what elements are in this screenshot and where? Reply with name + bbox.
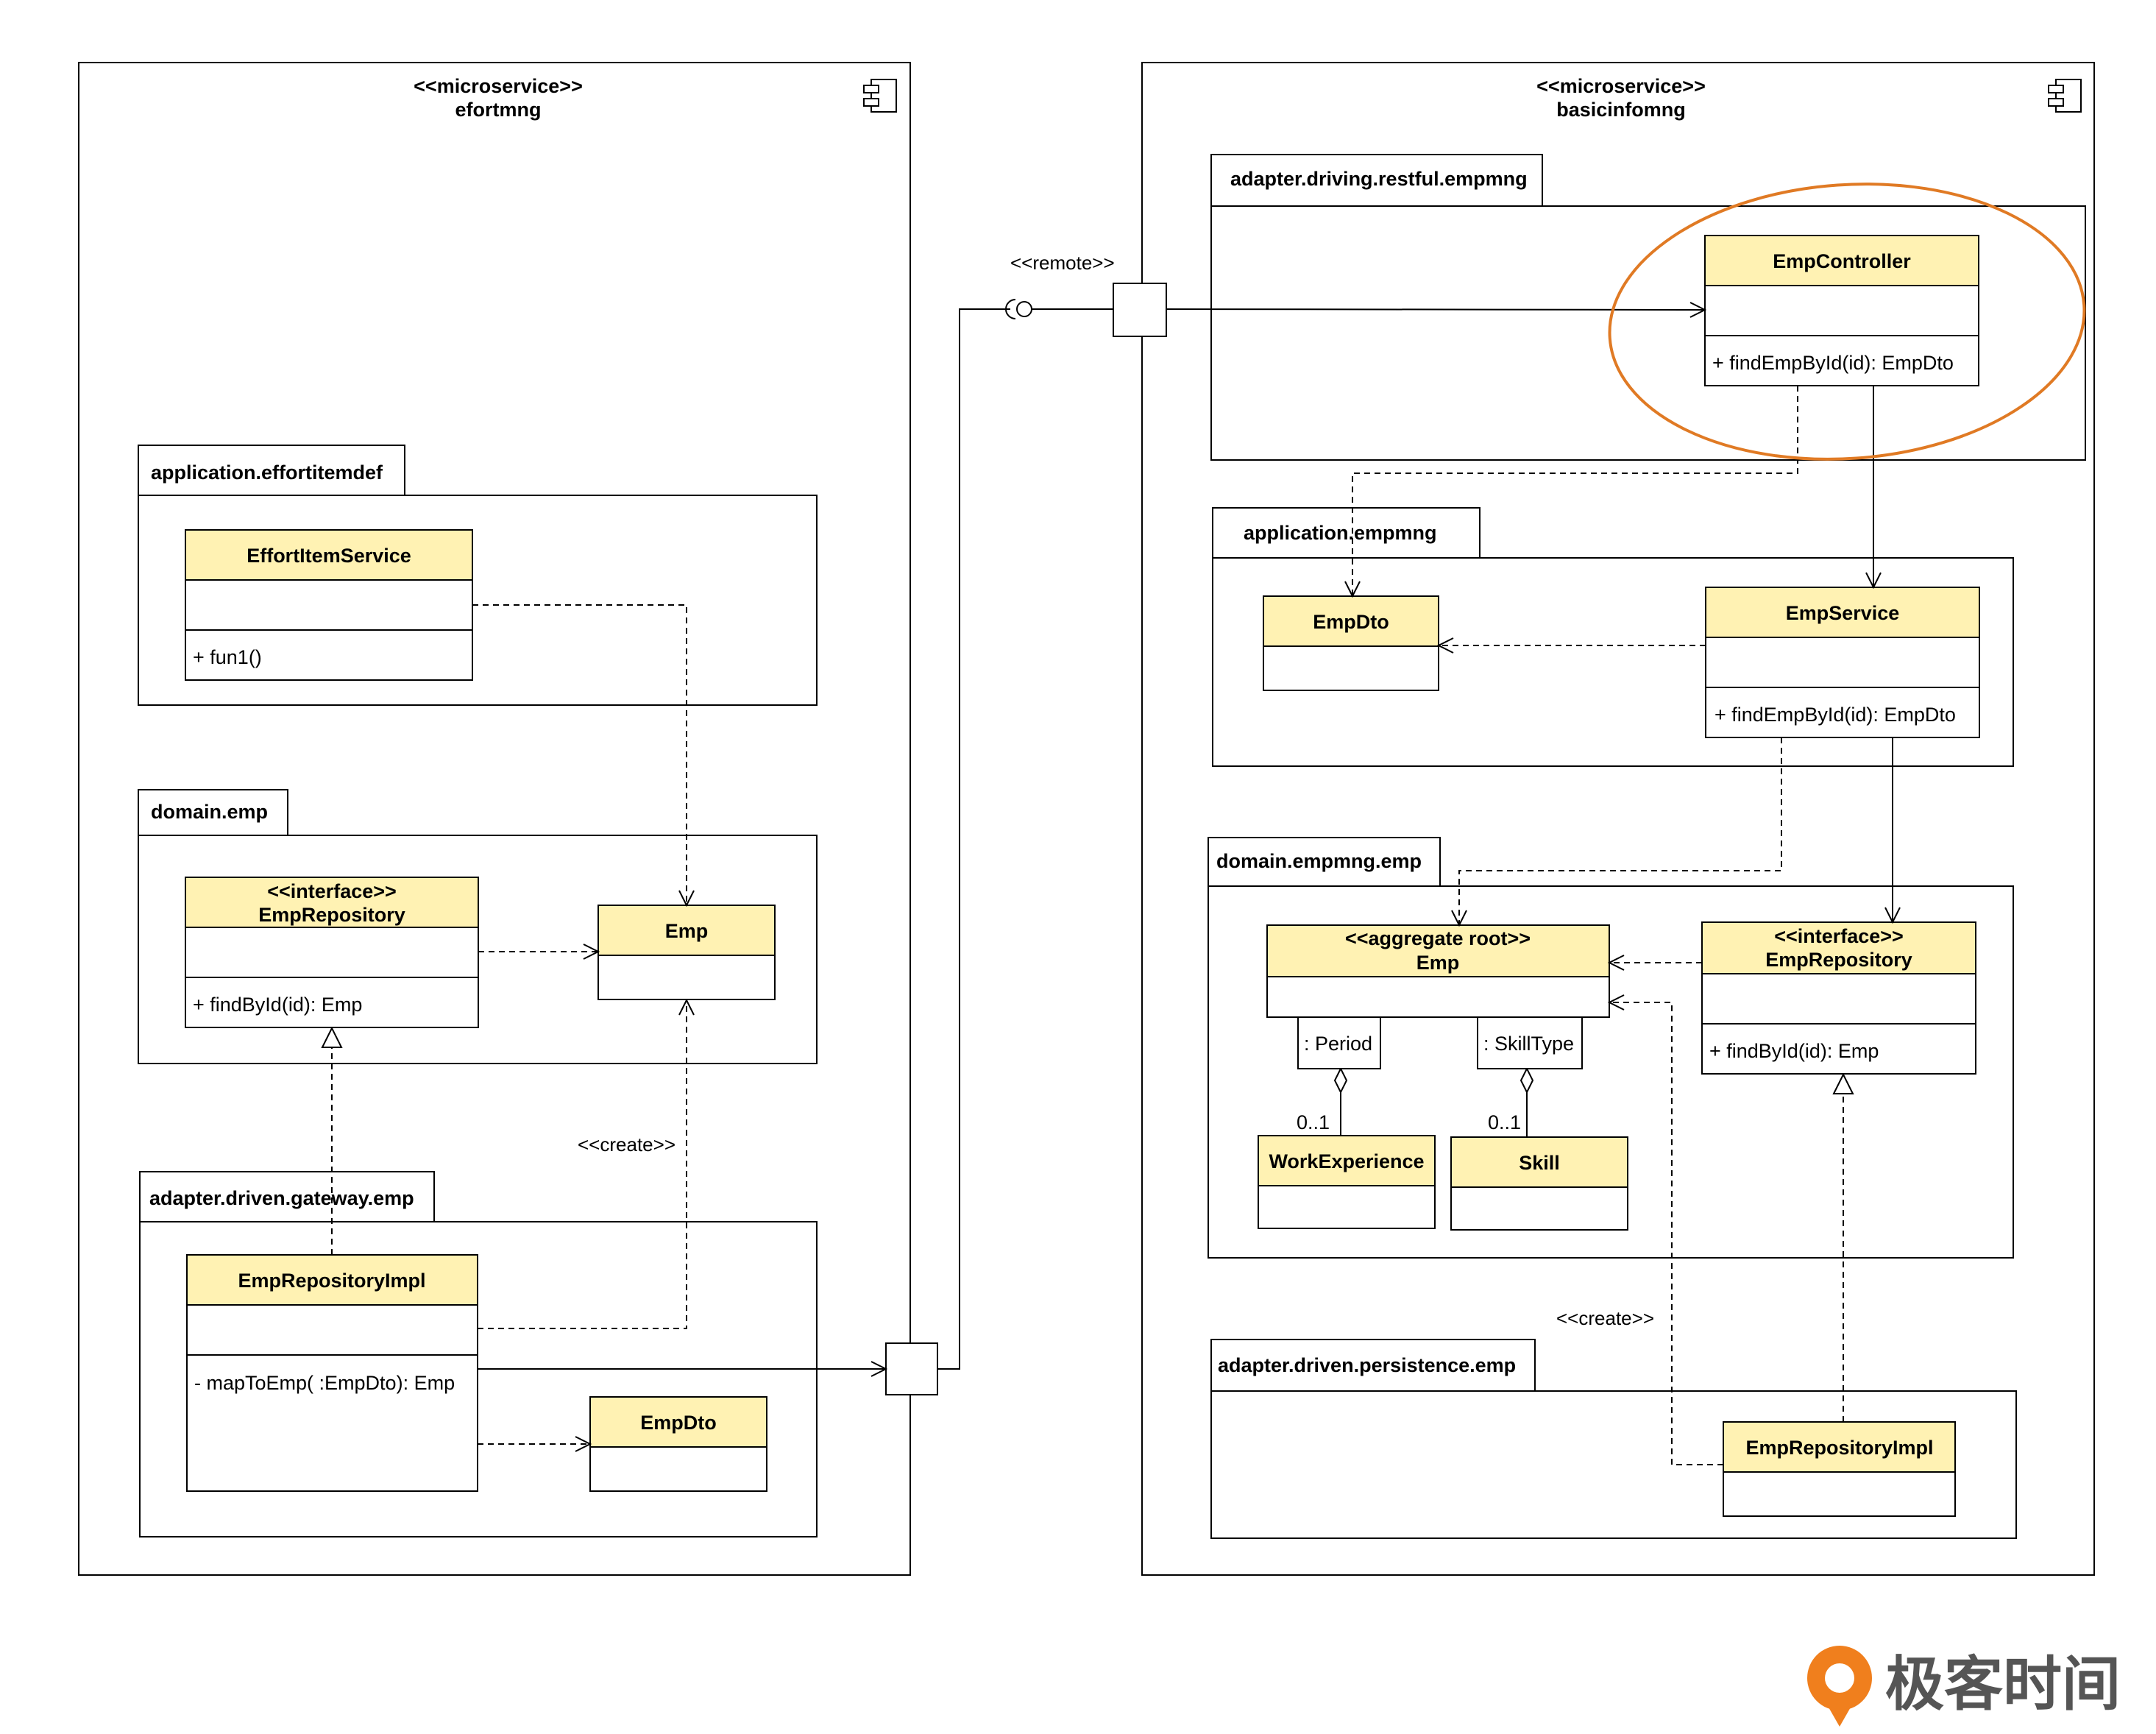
class-name: Skill xyxy=(1519,1152,1560,1174)
dependency-controller-to-dto xyxy=(1352,386,1798,596)
component-icon xyxy=(863,79,897,113)
class-left-emp: Emp xyxy=(597,905,776,1000)
class-name: EmpRepository xyxy=(258,904,405,926)
class-name: Emp xyxy=(1416,952,1460,974)
package-title: application.effortitemdef xyxy=(151,461,383,484)
highlight-ellipse xyxy=(1608,183,2086,461)
package-title: adapter.driven.gateway.emp xyxy=(149,1187,414,1209)
class-name: EmpDto xyxy=(1313,611,1389,633)
class-name: EffortItemService xyxy=(247,545,411,567)
class-name: WorkExperience xyxy=(1269,1150,1424,1172)
class-stereotype: <<aggregate root>> xyxy=(1345,927,1531,949)
class-method: + findEmpById(id): EmpDto xyxy=(1712,352,1954,374)
microservice-stereotype: <<microservice>> xyxy=(1536,75,1706,97)
microservice-stereotype: <<microservice>> xyxy=(414,75,583,97)
class-emp-service: EmpService + findEmpById(id): EmpDto xyxy=(1705,587,1980,738)
package-title: domain.empmng.emp xyxy=(1216,850,1422,872)
microservice-name: basicinfomng xyxy=(1556,99,1686,121)
class-name: EmpDto xyxy=(640,1412,717,1434)
class-left-emp-repository: <<interface>> EmpRepository + findById(i… xyxy=(185,877,479,1028)
class-stereotype: <<interface>> xyxy=(267,880,397,902)
multiplicity-work-experience: 0..1 xyxy=(1297,1111,1330,1133)
provided-interface-icon xyxy=(1016,301,1032,317)
microservice-name: efortmng xyxy=(455,99,542,121)
remote-label: <<remote>> xyxy=(1010,252,1115,274)
association-port-to-controller xyxy=(1166,309,1705,310)
class-left-emp-repository-impl: EmpRepositoryImpl - mapToEmp( :EmpDto): … xyxy=(186,1254,478,1492)
create-left-emp xyxy=(478,1000,687,1329)
socket-icon xyxy=(1005,299,1016,319)
class-right-emp-repository: <<interface>> EmpRepository + findById(i… xyxy=(1701,921,1976,1075)
port-left xyxy=(885,1342,938,1395)
class-name: Emp xyxy=(665,920,709,942)
class-name: EmpController xyxy=(1773,250,1911,272)
logo-text: 极客时间 xyxy=(1885,1650,2121,1719)
class-left-emp-dto: EmpDto xyxy=(589,1396,767,1492)
dependency-effort-to-emp xyxy=(472,604,687,905)
class-method: + findById(id): Emp xyxy=(1709,1040,1879,1062)
logo-mark-icon xyxy=(1807,1646,1872,1727)
port-right xyxy=(1113,283,1167,337)
qualifier-period: : Period xyxy=(1297,1016,1381,1069)
qualifier-label: : SkillType xyxy=(1483,1033,1574,1055)
package-title: domain.emp xyxy=(151,801,268,823)
package-title: adapter.driving.restful.empmng xyxy=(1230,168,1528,190)
class-skill: Skill xyxy=(1450,1136,1628,1231)
class-effort-item-service: EffortItemService + fun1() xyxy=(185,529,473,681)
remote-required-line xyxy=(937,308,1010,1370)
class-stereotype: <<interface>> xyxy=(1774,925,1904,947)
class-right-emp: <<aggregate root>> Emp xyxy=(1266,924,1610,1018)
class-method: - mapToEmp( :EmpDto): Emp xyxy=(194,1372,455,1394)
class-method: + fun1() xyxy=(193,646,262,668)
class-right-emp-dto: EmpDto xyxy=(1263,595,1439,691)
brand-logo: 极客时间 xyxy=(1807,1646,2121,1727)
connectors xyxy=(332,299,1893,1465)
class-work-experience: WorkExperience xyxy=(1258,1135,1436,1229)
component-icon xyxy=(2048,79,2082,113)
class-method: + findById(id): Emp xyxy=(193,994,362,1016)
multiplicity-skill: 0..1 xyxy=(1488,1111,1521,1133)
class-method: + findEmpById(id): EmpDto xyxy=(1714,704,1956,726)
create-label: <<create>> xyxy=(1556,1307,1654,1329)
class-right-emp-repository-impl: EmpRepositoryImpl xyxy=(1723,1421,1956,1517)
qualifier-skilltype: : SkillType xyxy=(1477,1016,1583,1069)
create-right-emp xyxy=(1609,1002,1723,1465)
package-title: application.empmng xyxy=(1244,522,1437,544)
qualifier-label: : Period xyxy=(1304,1033,1372,1055)
class-name: EmpRepositoryImpl xyxy=(238,1270,425,1292)
class-name: EmpService xyxy=(1786,602,1900,624)
class-name: EmpRepository xyxy=(1765,949,1912,971)
create-label: <<create>> xyxy=(578,1133,675,1156)
class-emp-controller: EmpController + findEmpById(id): EmpDto xyxy=(1704,235,1979,386)
package-title: adapter.driven.persistence.emp xyxy=(1218,1354,1516,1376)
class-name: EmpRepositoryImpl xyxy=(1745,1437,1933,1459)
dependency-service-to-emp xyxy=(1459,737,1782,925)
